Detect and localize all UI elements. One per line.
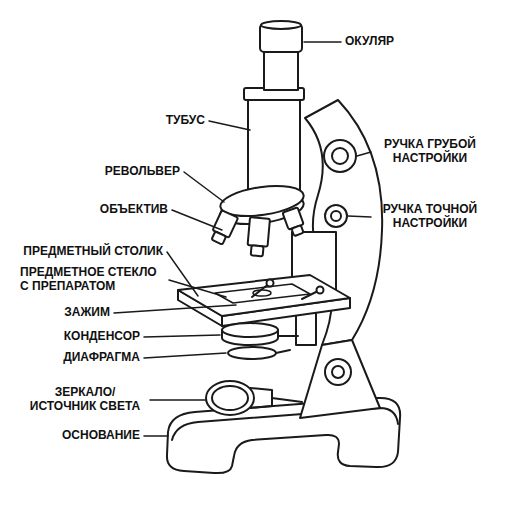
part-label: РУЧКА ГРУБОЙ НАСТРОЙКИ xyxy=(375,138,485,166)
clip-pin xyxy=(267,280,274,287)
leader-line xyxy=(144,353,226,358)
base-edge xyxy=(172,408,398,440)
part-label: ПРЕДМЕТНЫЙ СТОЛИК xyxy=(23,245,163,259)
mirror xyxy=(206,381,254,415)
clip-pin xyxy=(317,287,324,294)
diaphragm-lever xyxy=(276,350,290,353)
mirror-fork xyxy=(250,388,302,408)
mount xyxy=(300,340,380,418)
coarse-knob xyxy=(324,140,356,172)
objective-tip xyxy=(291,225,303,236)
pivot-inner xyxy=(332,366,344,378)
slide xyxy=(215,284,310,303)
part-label: ЗАЖИМ xyxy=(64,306,110,320)
pivot xyxy=(325,359,351,385)
leader-line xyxy=(348,216,371,217)
part-label: ДИАФРАГМА xyxy=(63,351,140,365)
leader-line xyxy=(209,121,250,130)
leader-line xyxy=(114,305,236,313)
leader-line xyxy=(169,280,226,297)
part-label: ПРЕДМЕТНОЕ СТЕКЛО С ПРЕПАРАТОМ xyxy=(20,266,165,294)
leader-line xyxy=(304,41,341,43)
condenser-arm xyxy=(276,335,298,337)
part-label: ЗЕРКАЛО/ ИСТОЧНИК СВЕТА xyxy=(24,386,146,414)
stage-top xyxy=(178,275,350,316)
part-label: ОБЪЕКТИВ xyxy=(100,203,168,217)
mirror-glass xyxy=(212,386,248,410)
coarse-knob-cap xyxy=(332,148,348,164)
fine-knob-cap xyxy=(331,211,341,221)
leader-line xyxy=(144,335,220,337)
leader-line xyxy=(357,152,371,156)
part-label: КОНДЕНСОР xyxy=(64,330,140,344)
leader-line xyxy=(184,172,224,202)
part-label: РУЧКА ТОЧНОЙ НАСТРОЙКИ xyxy=(375,203,485,231)
leader-line xyxy=(144,435,168,437)
objective-tip xyxy=(211,231,226,244)
objective-tip xyxy=(251,245,264,256)
leader-line xyxy=(167,252,198,296)
eyepiece-tube xyxy=(264,50,298,90)
tube xyxy=(248,95,300,195)
leader-line xyxy=(150,399,206,401)
condenser-top xyxy=(222,323,278,337)
part-label: РЕВОЛЬВЕР xyxy=(105,165,180,179)
part-label: ОСНОВАНИЕ xyxy=(62,429,140,443)
diaphragm xyxy=(228,347,276,359)
part-label: ТУБУС xyxy=(166,114,205,128)
fine-knob xyxy=(325,205,347,227)
objective xyxy=(248,217,270,247)
eyepiece-top xyxy=(261,21,301,29)
leader-line xyxy=(172,210,222,230)
condenser-holder xyxy=(296,312,316,345)
part-label: ОКУЛЯР xyxy=(345,35,394,49)
